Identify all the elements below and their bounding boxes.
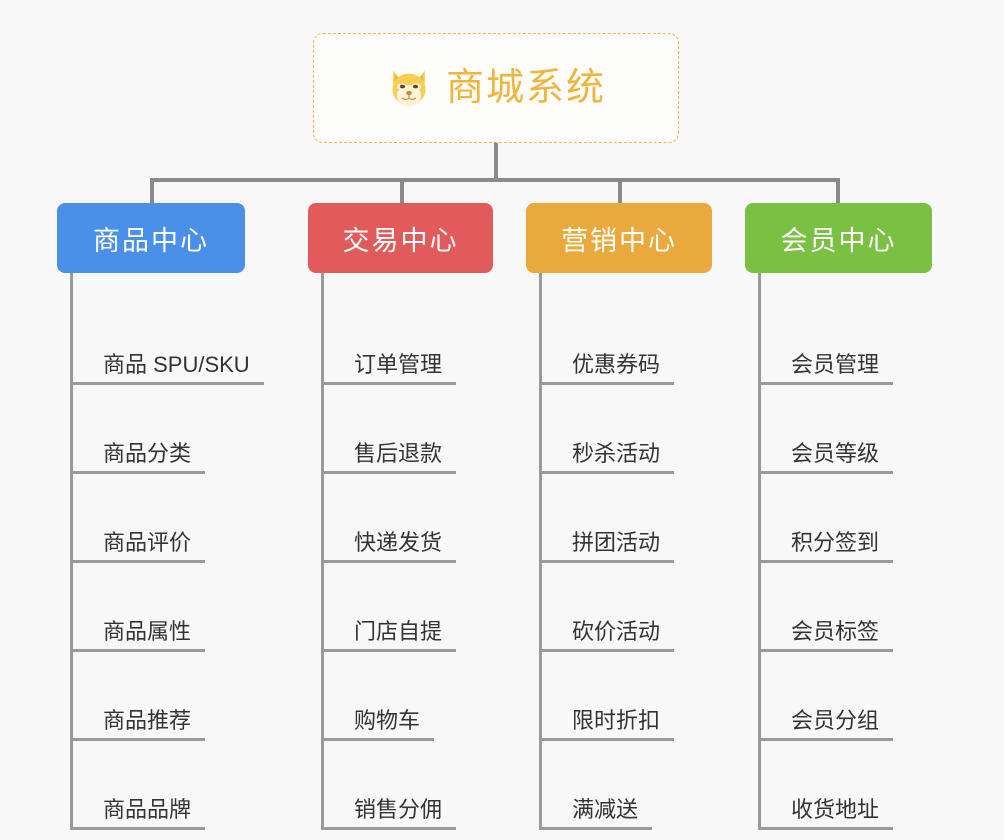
leaf-item-label: 限时折扣 [542, 709, 675, 741]
leaf-item[interactable]: 秒杀活动 [526, 385, 712, 474]
leaf-list-3: 优惠券码秒杀活动拼团活动砍价活动限时折扣满减送 [526, 273, 712, 830]
leaf-item[interactable]: 商品分类 [57, 385, 245, 474]
leaf-item-label: 优惠券码 [542, 353, 675, 385]
leaf-item-label: 销售分佣 [324, 798, 457, 830]
leaf-item[interactable]: 门店自提 [308, 563, 493, 652]
leaf-item-label: 拼团活动 [542, 531, 675, 563]
leaf-item[interactable]: 优惠券码 [526, 296, 712, 385]
leaf-item-label: 收货地址 [761, 798, 894, 830]
leaf-item-label: 商品推荐 [73, 709, 206, 741]
root-node-mall-system[interactable]: 商城系统 [313, 33, 679, 143]
connector-drop-branch-2 [400, 178, 404, 203]
leaf-item[interactable]: 售后退款 [308, 385, 493, 474]
leaf-item-label: 会员标签 [761, 620, 894, 652]
leaf-item-label: 商品分类 [73, 442, 206, 474]
leaf-spine [758, 273, 761, 830]
leaf-spine [70, 273, 73, 830]
branch-column-4: 会员中心会员管理会员等级积分签到会员标签会员分组收货地址 [745, 203, 932, 830]
leaf-item[interactable]: 会员等级 [745, 385, 932, 474]
connector-drop-branch-4 [836, 178, 840, 203]
leaf-list-2: 订单管理售后退款快递发货门店自提购物车销售分佣 [308, 273, 493, 830]
leaf-item[interactable]: 限时折扣 [526, 652, 712, 741]
leaf-item-label: 购物车 [324, 709, 435, 741]
leaf-item-label: 快递发货 [324, 531, 457, 563]
leaf-item-label: 售后退款 [324, 442, 457, 474]
connector-root-stem [494, 143, 498, 178]
leaf-list-4: 会员管理会员等级积分签到会员标签会员分组收货地址 [745, 273, 932, 830]
category-header-2[interactable]: 交易中心 [308, 203, 493, 273]
leaf-item-label: 门店自提 [324, 620, 457, 652]
category-header-4[interactable]: 会员中心 [745, 203, 932, 273]
leaf-item-label: 积分签到 [761, 531, 894, 563]
leaf-item[interactable]: 订单管理 [308, 296, 493, 385]
leaf-item-label: 商品评价 [73, 531, 206, 563]
category-header-label: 商品中心 [93, 225, 209, 256]
leaf-item[interactable]: 销售分佣 [308, 741, 493, 830]
leaf-item[interactable]: 积分签到 [745, 474, 932, 563]
leaf-item[interactable]: 收货地址 [745, 741, 932, 830]
shiba-dog-face-icon [392, 70, 426, 107]
leaf-item[interactable]: 商品评价 [57, 474, 245, 563]
leaf-item-label: 订单管理 [324, 353, 457, 385]
leaf-item[interactable]: 购物车 [308, 652, 493, 741]
leaf-item[interactable]: 会员分组 [745, 652, 932, 741]
root-node-title: 商城系统 [445, 67, 606, 109]
leaf-item[interactable]: 商品品牌 [57, 741, 245, 830]
leaf-item[interactable]: 会员管理 [745, 296, 932, 385]
connector-drop-branch-3 [618, 178, 622, 203]
leaf-item-label: 会员等级 [761, 442, 894, 474]
category-header-label: 交易中心 [342, 225, 459, 256]
leaf-item-label: 会员管理 [761, 353, 894, 385]
leaf-spine [539, 273, 542, 830]
category-header-1[interactable]: 商品中心 [57, 203, 245, 273]
leaf-item[interactable]: 商品推荐 [57, 652, 245, 741]
leaf-item-label: 会员分组 [761, 709, 894, 741]
connector-horizontal-bus [150, 178, 840, 182]
branch-column-1: 商品中心商品 SPU/SKU 商品分类商品评价商品属性商品推荐商品品牌 [57, 203, 264, 830]
branch-column-3: 营销中心优惠券码秒杀活动拼团活动砍价活动限时折扣满减送 [526, 203, 712, 830]
leaf-item-label: 商品属性 [73, 620, 206, 652]
category-header-3[interactable]: 营销中心 [526, 203, 712, 273]
leaf-item[interactable]: 满减送 [526, 741, 712, 830]
leaf-item[interactable]: 商品属性 [57, 563, 245, 652]
leaf-item[interactable]: 商品 SPU/SKU [57, 296, 264, 385]
leaf-item-label: 砍价活动 [542, 620, 675, 652]
leaf-item-label: 秒杀活动 [542, 442, 675, 474]
leaf-item[interactable]: 会员标签 [745, 563, 932, 652]
leaf-item-label: 商品品牌 [73, 798, 206, 830]
leaf-spine [321, 273, 324, 830]
category-header-label: 会员中心 [780, 225, 897, 256]
branch-column-2: 交易中心订单管理售后退款快递发货门店自提购物车销售分佣 [308, 203, 493, 830]
leaf-item[interactable]: 砍价活动 [526, 563, 712, 652]
leaf-item[interactable]: 快递发货 [308, 474, 493, 563]
leaf-list-1: 商品 SPU/SKU 商品分类商品评价商品属性商品推荐商品品牌 [57, 273, 264, 830]
connector-drop-branch-1 [150, 178, 154, 203]
leaf-item-label: 商品 SPU/SKU [73, 353, 264, 385]
category-header-label: 营销中心 [561, 225, 677, 256]
leaf-item[interactable]: 拼团活动 [526, 474, 712, 563]
leaf-item-label: 满减送 [542, 798, 653, 830]
